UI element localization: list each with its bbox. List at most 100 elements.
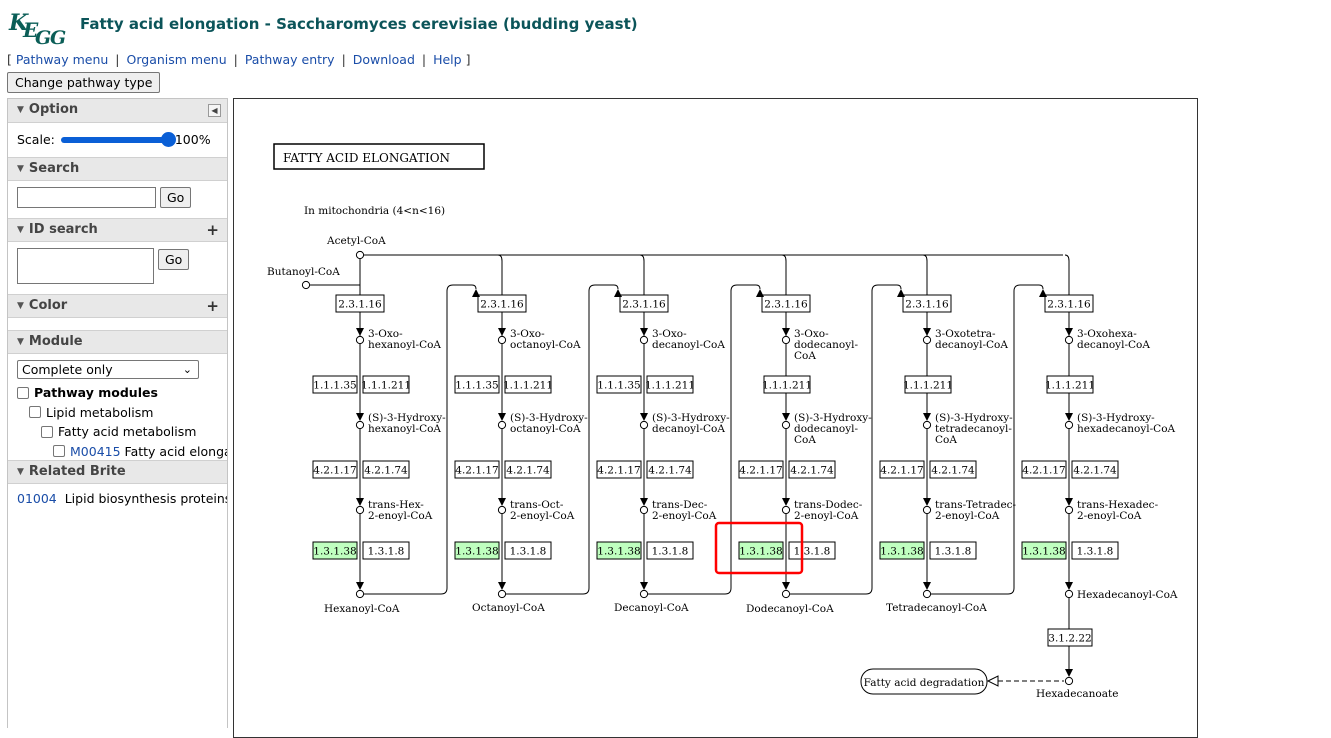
compound-node[interactable] (639, 505, 649, 515)
enzyme-box[interactable] (929, 541, 977, 560)
compound-node[interactable] (922, 505, 932, 515)
enzyme-box[interactable] (1021, 541, 1067, 560)
compound-node[interactable] (497, 589, 507, 599)
compound-node[interactable] (355, 420, 365, 430)
search-section-header[interactable]: ▼Search (8, 157, 227, 181)
compound-node[interactable] (301, 280, 311, 290)
color-section-header[interactable]: ▼Color + (8, 294, 227, 318)
id-search-textarea[interactable] (17, 248, 154, 284)
id-search-section-header[interactable]: ▼ID search + (8, 218, 227, 242)
search-go-button[interactable]: Go (160, 187, 192, 208)
module-select[interactable]: Complete only ⌄ (17, 360, 199, 379)
search-input[interactable] (17, 187, 156, 208)
cycle-connector-line (790, 284, 902, 595)
enzyme-box[interactable] (1071, 541, 1119, 560)
brite-section-header[interactable]: ▼Related Brite (8, 460, 227, 484)
enzyme-box[interactable] (738, 541, 784, 560)
option-section-header[interactable]: ▼Option ◀ (8, 99, 227, 123)
enzyme-box[interactable] (596, 541, 642, 560)
compound-node[interactable] (497, 420, 507, 430)
enzyme-box[interactable] (646, 460, 694, 479)
enzyme-box[interactable] (596, 375, 642, 394)
compound-node[interactable] (355, 250, 365, 260)
map-title-box[interactable] (273, 143, 485, 170)
id-search-go-button[interactable]: Go (158, 249, 190, 270)
nav-pathway-entry[interactable]: Pathway entry (244, 52, 335, 67)
arrow-head-icon (640, 413, 648, 421)
enzyme-box[interactable] (929, 460, 977, 479)
compound-node[interactable] (922, 420, 932, 430)
compound-node[interactable] (781, 505, 791, 515)
enzyme-box[interactable] (454, 460, 500, 479)
checkbox[interactable] (17, 386, 29, 399)
enzyme-label: 4.2.1.74 (648, 465, 692, 477)
module-section-header[interactable]: ▼Module (8, 330, 227, 354)
enzyme-box[interactable] (504, 375, 552, 394)
compound-node[interactable] (355, 335, 365, 345)
enzyme-box[interactable] (504, 460, 552, 479)
scale-slider[interactable] (60, 131, 176, 147)
checkbox[interactable] (53, 445, 65, 458)
compound-node[interactable] (497, 335, 507, 345)
nav-organism-menu[interactable]: Organism menu (126, 52, 227, 67)
change-pathway-type-button[interactable]: Change pathway type (7, 72, 161, 93)
collapse-sidebar-icon[interactable]: ◀ (208, 104, 221, 117)
enzyme-box[interactable] (763, 375, 811, 394)
checkbox[interactable] (41, 425, 53, 438)
compound-node[interactable] (1064, 676, 1074, 686)
enzyme-box[interactable] (1047, 628, 1093, 647)
compound-node[interactable] (1064, 505, 1074, 515)
module-id-link[interactable]: M00415 (70, 443, 121, 459)
enzyme-box[interactable] (879, 460, 925, 479)
enzyme-box[interactable] (646, 541, 694, 560)
enzyme-box[interactable] (312, 541, 358, 560)
kegg-logo[interactable]: K E G G (8, 6, 70, 46)
enzyme-label: 1.3.1.8 (794, 546, 831, 558)
compound-node[interactable] (355, 589, 365, 599)
enzyme-box[interactable] (904, 375, 952, 394)
enzyme-box[interactable] (879, 541, 925, 560)
nav-download[interactable]: Download (352, 52, 415, 67)
compound-node[interactable] (781, 335, 791, 345)
compound-node[interactable] (639, 589, 649, 599)
svg-text:G: G (50, 27, 66, 46)
enzyme-box[interactable] (788, 541, 836, 560)
enzyme-box[interactable] (1046, 375, 1094, 394)
arrow-head-icon (1065, 498, 1073, 506)
enzyme-box[interactable] (454, 375, 500, 394)
enzyme-box[interactable] (504, 541, 552, 560)
compound-node[interactable] (1064, 420, 1074, 430)
compound-node[interactable] (922, 335, 932, 345)
enzyme-box[interactable] (1071, 460, 1119, 479)
scale-slider-thumb[interactable] (160, 131, 176, 147)
expand-plus-icon[interactable]: + (206, 221, 219, 239)
compound-node[interactable] (639, 335, 649, 345)
enzyme-box[interactable] (362, 541, 410, 560)
enzyme-box[interactable] (1021, 460, 1067, 479)
enzyme-box[interactable] (454, 541, 500, 560)
nav-pathway-menu[interactable]: Pathway menu (15, 52, 109, 67)
compound-node[interactable] (639, 420, 649, 430)
compound-node[interactable] (781, 589, 791, 599)
compound-node[interactable] (1064, 589, 1074, 599)
compound-node[interactable] (781, 420, 791, 430)
compound-node[interactable] (355, 505, 365, 515)
enzyme-box[interactable] (362, 375, 410, 394)
enzyme-box[interactable] (596, 460, 642, 479)
compound-node[interactable] (1064, 335, 1074, 345)
enzyme-box[interactable] (788, 460, 836, 479)
enzyme-box[interactable] (312, 460, 358, 479)
enzyme-box[interactable] (362, 460, 410, 479)
checkbox[interactable] (29, 406, 41, 419)
brite-id-link[interactable]: 01004 (17, 491, 57, 506)
compound-node[interactable] (922, 589, 932, 599)
nav-help[interactable]: Help (433, 52, 462, 67)
enzyme-box[interactable] (738, 460, 784, 479)
fatty-acid-degradation-box[interactable] (860, 668, 988, 695)
enzyme-box[interactable] (312, 375, 358, 394)
enzyme-box[interactable] (646, 375, 694, 394)
expand-plus-icon[interactable]: + (206, 297, 219, 315)
compound-node[interactable] (497, 505, 507, 515)
